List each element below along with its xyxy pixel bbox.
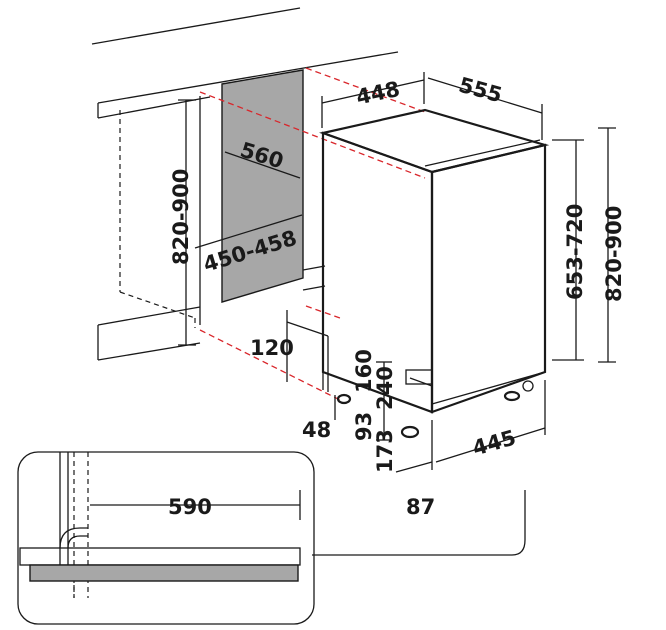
alignment-lines xyxy=(199,67,426,401)
dim-foot-max: 173 xyxy=(373,429,397,473)
dishwasher xyxy=(319,108,550,439)
dim-plinth-height: 160 xyxy=(352,349,376,393)
dim-detail-depth: 590 xyxy=(168,495,212,519)
dim-top-width: 555 xyxy=(456,73,505,108)
dim-appliance-height: 653-720 xyxy=(563,204,587,300)
dim-total-height: 820-900 xyxy=(602,206,626,302)
dim-top-depth: 448 xyxy=(354,77,402,110)
dimension-lines xyxy=(178,72,616,473)
dim-foot-min: 93 xyxy=(352,412,376,441)
niche-outline xyxy=(97,96,201,361)
detail-connector xyxy=(312,490,526,556)
detail-inset xyxy=(17,451,315,625)
dim-foot-offset: 48 xyxy=(302,418,331,442)
dim-plinth-gap: 120 xyxy=(250,336,294,360)
dim-base-depth: 445 xyxy=(470,425,519,460)
dim-toe-offset: 87 xyxy=(406,495,435,519)
dim-plinth-range: 240 xyxy=(373,366,397,410)
dim-niche-height: 820-900 xyxy=(169,169,193,265)
back-panel xyxy=(221,69,304,303)
